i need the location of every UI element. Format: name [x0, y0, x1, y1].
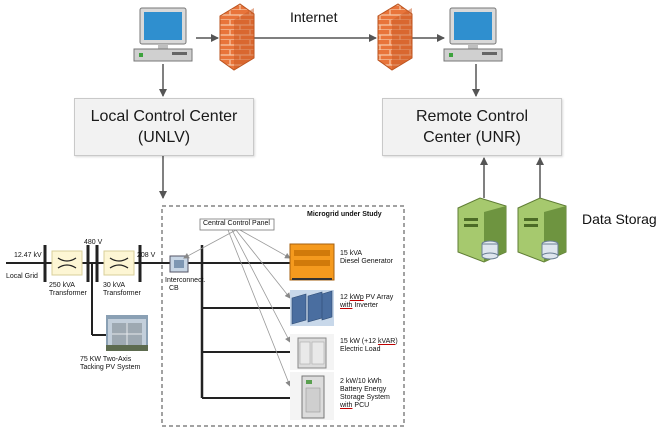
load-b: kVAR	[377, 338, 396, 345]
diesel-caption: Diesel Generator	[340, 258, 393, 265]
voltage-480v-label: 480 V	[84, 239, 103, 246]
local-center-line2: (UNLV)	[137, 129, 191, 146]
pv-array-b: kWp	[349, 294, 364, 301]
cb-line1: Interconnect.	[165, 277, 206, 284]
microgrid-title: Microgrid under Study	[307, 211, 382, 218]
central-control-panel-box	[199, 218, 275, 231]
electric-load-label: 15 kW (+12 kVAR) Electric Load	[340, 338, 398, 354]
bess-rating: 2 kW/10 kWh	[340, 378, 382, 385]
two-axis-pv-photo	[106, 315, 148, 351]
pv-array-label: 12 kWp PV Array with Inverter	[340, 294, 393, 310]
central-control-panel-label: Central Control Panel	[203, 220, 270, 227]
transformer-30-caption: Transformer	[103, 290, 141, 297]
interconnect-cb-label: Interconnect.CB	[165, 277, 205, 293]
transformer-250-rating: 250 kVA	[49, 282, 75, 289]
bess-line3: Storage System	[340, 394, 390, 401]
internet-label: Internet	[290, 9, 338, 25]
voltage-12kv-label: 12.47 kV	[14, 252, 42, 259]
microgrid-boundary	[161, 205, 405, 427]
interconnect-cb-icon	[169, 255, 189, 273]
pv-array-c: PV Array	[363, 294, 394, 301]
server-icon-2	[517, 197, 567, 263]
pv-array-d: with	[340, 302, 353, 309]
bess-d: with	[340, 402, 353, 409]
voltage-208v-label: 208 V	[137, 252, 156, 259]
electric-load-image	[290, 334, 334, 370]
remote-center-line1: Remote Control	[415, 108, 529, 125]
diesel-generator-image	[289, 243, 335, 281]
diesel-rating: 15 kVA	[340, 250, 363, 257]
pv-array-image	[290, 290, 334, 326]
remote-computer-icon	[443, 7, 503, 62]
local-control-center-box: Local Control Center (UNLV)	[74, 98, 254, 156]
firewall-icon-left	[219, 3, 255, 71]
control-signal-lines	[183, 229, 291, 387]
pv-array-e: Inverter	[352, 302, 379, 309]
remote-center-line2: Center (UNR)	[423, 129, 521, 146]
transformer-30-rating: 30 kVA	[103, 282, 126, 289]
transformer-250kva-icon	[51, 250, 83, 276]
battery-storage-image	[290, 372, 334, 420]
local-center-line1: Local Control Center	[90, 108, 238, 125]
server-icon-1	[457, 197, 507, 263]
load-caption: Electric Load	[340, 346, 381, 353]
pv-system-line2: Tacking PV System	[80, 364, 141, 371]
bess-line2: Battery Energy	[340, 386, 387, 393]
transformer-30kva-icon	[103, 250, 135, 276]
data-storage-label: Data Storage	[582, 211, 657, 227]
firewall-icon-right	[377, 3, 413, 71]
local-computer-icon	[133, 7, 193, 62]
cb-line2: CB	[169, 285, 179, 292]
transformer-250-caption: Transformer	[49, 290, 87, 297]
local-grid-label: Local Grid	[6, 273, 38, 280]
bess-e: PCU	[352, 402, 370, 409]
load-a: 15 kW (+12	[340, 338, 378, 345]
network-connectors	[159, 34, 544, 199]
pv-array-a: 12	[340, 294, 350, 301]
load-c: )	[395, 338, 398, 345]
pv-system-line1: 75 KW Two-Axis	[80, 356, 132, 363]
